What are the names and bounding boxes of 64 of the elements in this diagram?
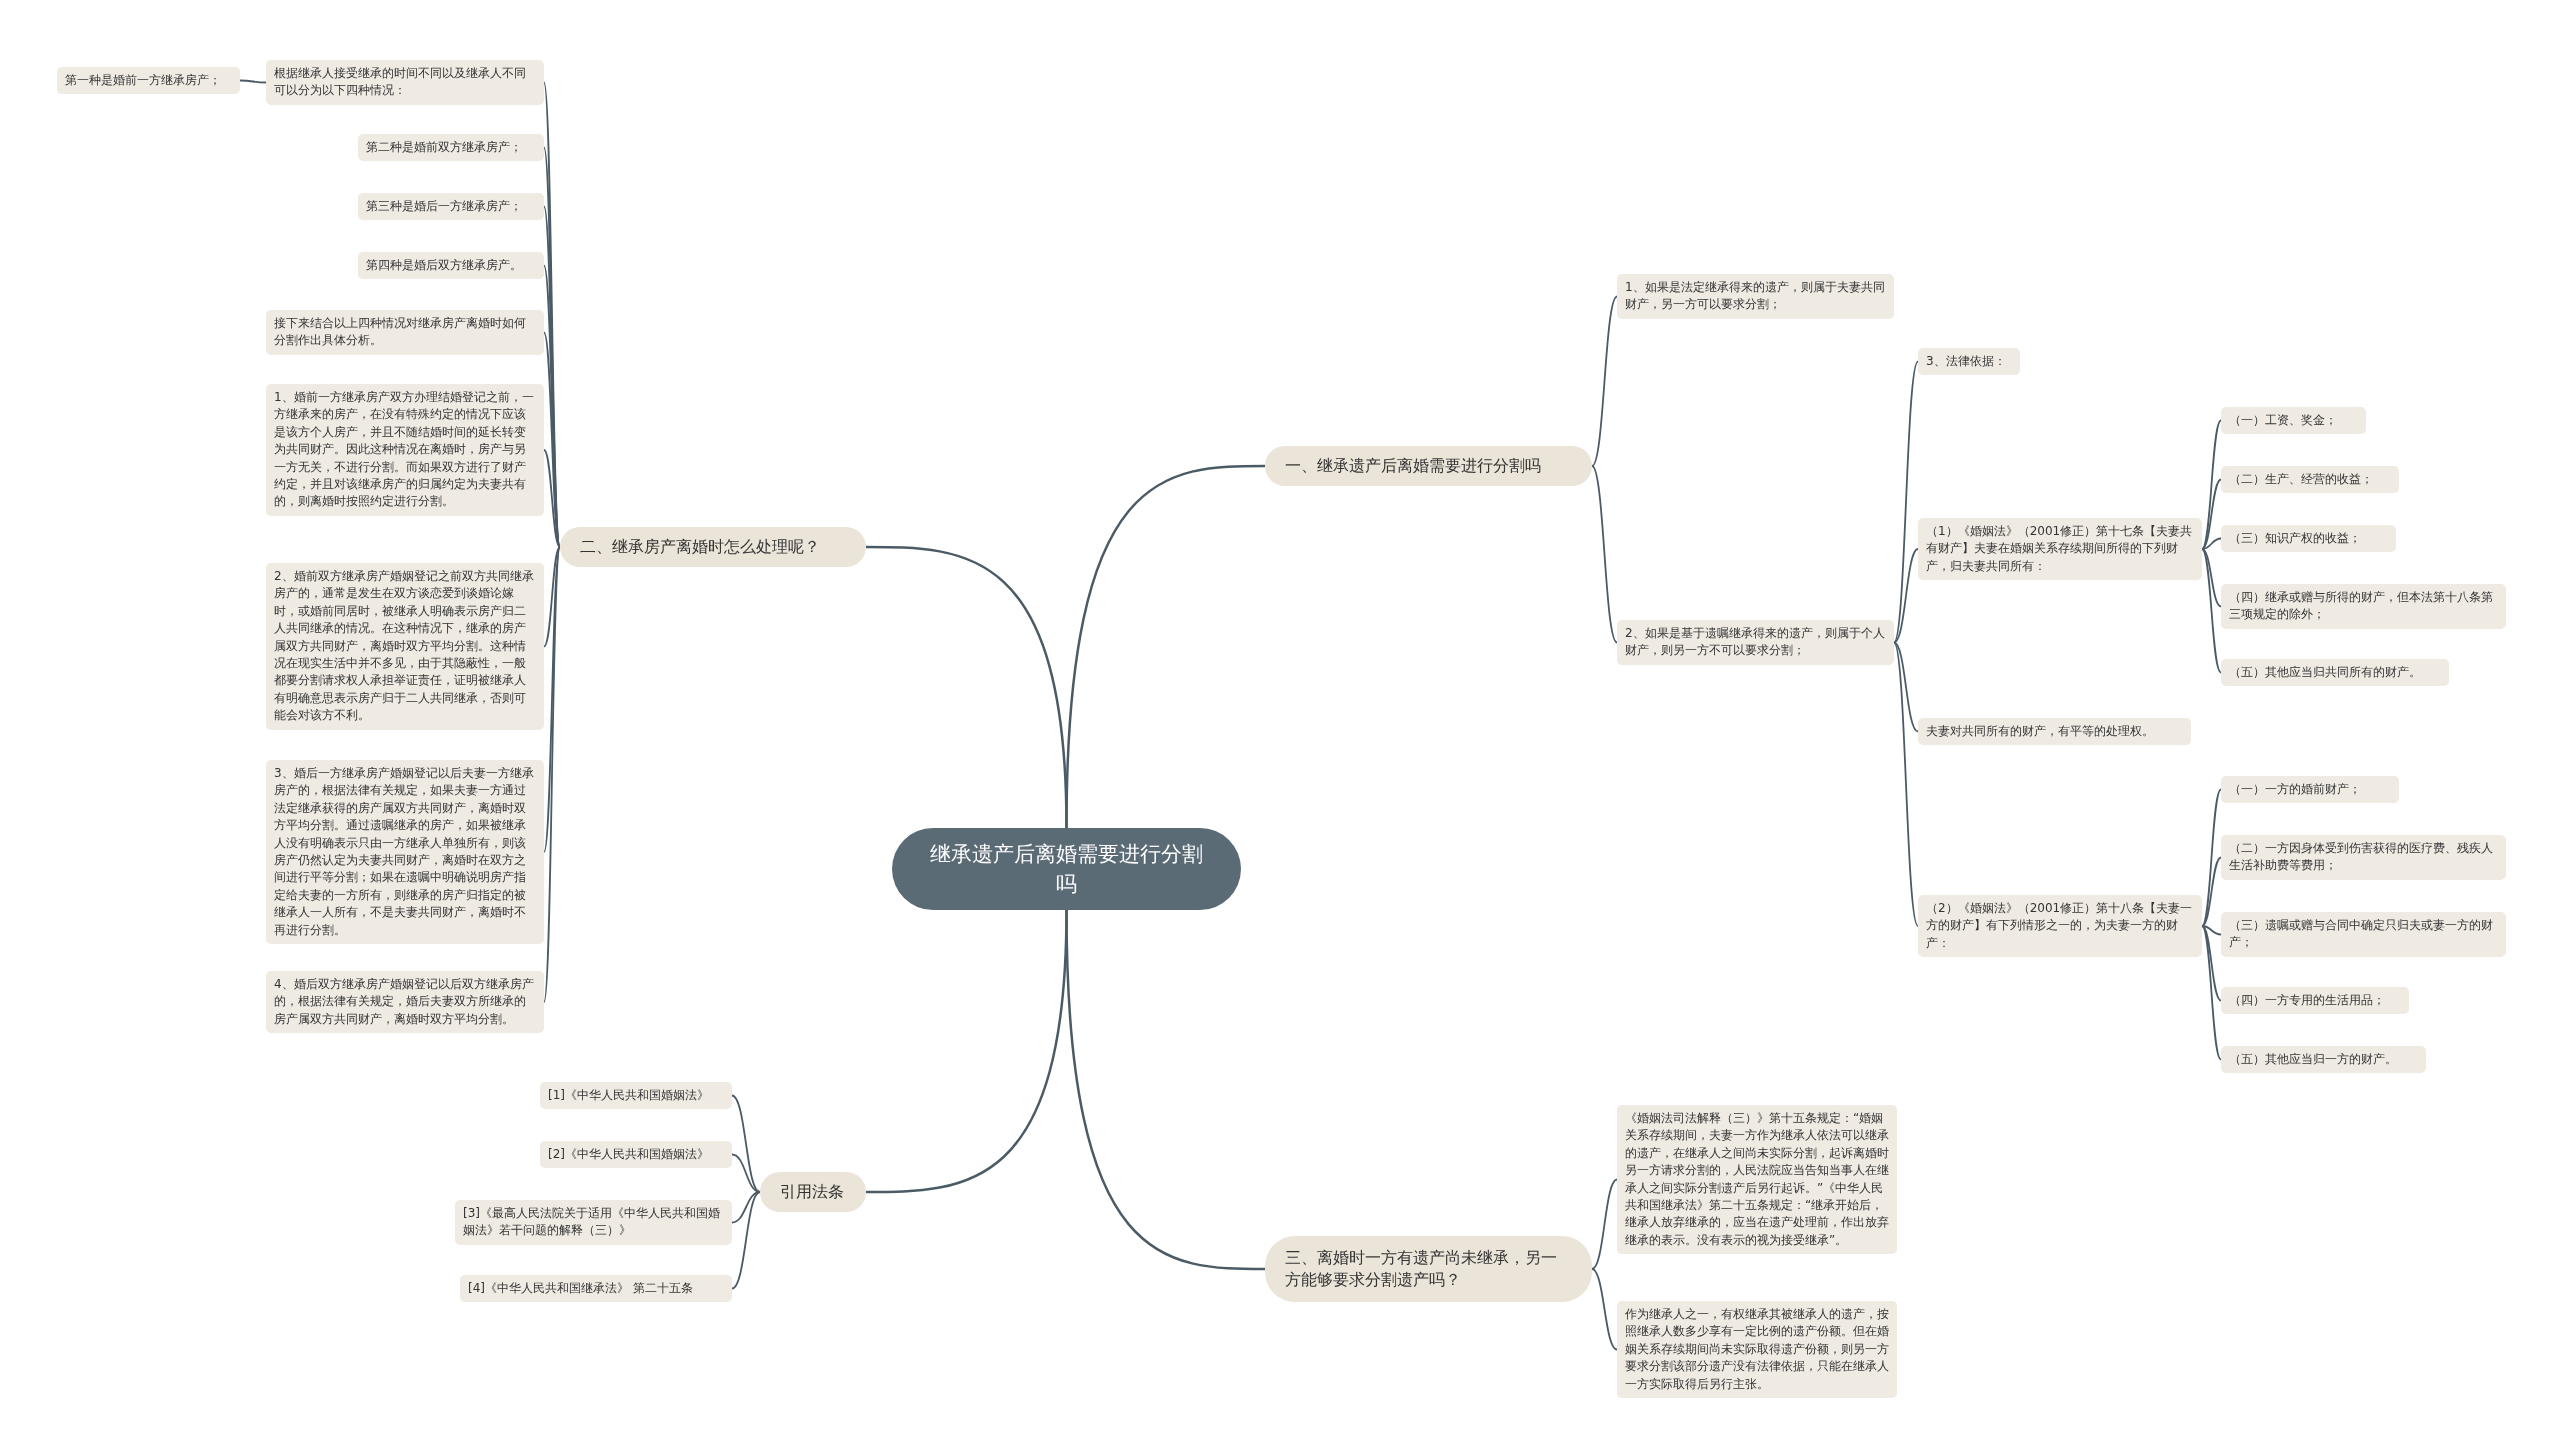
branch-topic: 二、继承房产离婚时怎么处理呢？ <box>560 527 866 568</box>
topic-box: （一）工资、奖金； <box>2221 407 2366 435</box>
topic-box: [2]《中华人民共和国婚姻法》 <box>540 1141 732 1169</box>
connector-line <box>1893 641 1919 927</box>
connector-line <box>1591 465 1618 644</box>
topic-box: （二）生产、经营的收益； <box>2221 466 2399 494</box>
connector-line <box>1591 1178 1618 1270</box>
topic-box: 第三种是婚后一方继承房产； <box>358 193 544 221</box>
topic-box: 4、婚后双方继承房产婚姻登记以后双方继承房产的，根据法律有关规定，婚后夫妻双方所继承的房产属双方共同财产，离婚时双方平均分割。 <box>266 971 544 1034</box>
topic-box: （四）继承或赠与所得的财产，但本法第十八条第三项规定的除外； <box>2221 584 2506 629</box>
topic-box: 根据继承人接受继承的时间不同以及继承人不同可以分为以下四种情况： <box>266 60 544 105</box>
topic-box: [1]《中华人民共和国婚姻法》 <box>540 1082 732 1110</box>
topic-box: 3、法律依据： <box>1918 348 2020 376</box>
topic-box: （1）《婚姻法》（2001修正）第十七条【夫妻共有财产】夫妻在婚姻关系存续期间所得的下列财产，归夫妻共同所有： <box>1918 518 2202 581</box>
connector-line <box>2201 788 2222 927</box>
connector-line <box>1893 360 1919 644</box>
connector-line <box>2201 548 2222 608</box>
topic-box: [4]《中华人民共和国继承法》 第二十五条 <box>460 1275 732 1303</box>
topic-box: 第四种是婚后双方继承房产。 <box>358 252 544 280</box>
topic-box: 第一种是婚前一方继承房产； <box>57 67 240 95</box>
topic-box: （三）遗嘱或赠与合同中确定只归夫或妻一方的财产； <box>2221 912 2506 957</box>
branch-topic: 一、继承遗产后离婚需要进行分割吗 <box>1265 446 1592 487</box>
connector-line <box>2201 548 2222 674</box>
connector-line <box>1591 295 1618 467</box>
topic-box: 1、如果是法定继承得来的遗产，则属于夫妻共同财产，另一方可以要求分割； <box>1617 274 1894 319</box>
connector-line <box>731 1094 761 1193</box>
connector-line <box>1893 548 1919 644</box>
branch-topic: 三、离婚时一方有遗产尚未继承，另一方能够要求分割遗产吗？ <box>1265 1236 1592 1302</box>
topic-box: 2、婚前双方继承房产婚姻登记之前双方共同继承房产的，通常是发生在双方谈恋爱到谈婚论嫁时，或婚前同居时，被继承人明确表示房产归二人共同继承的情况。在这种情况下，继承的房产属双方共同财产，离婚时双方平均分割。这种情况在现实生活中并不多见，由于其隐蔽性，一般都要分割请求权人承担举证责任，证明被继承人有明确意思表示房产归于二人共同继承，否则可能会对该方不利。 <box>266 563 544 730</box>
connector-line <box>543 546 561 853</box>
topic-box: （2）《婚姻法》（2001修正）第十八条【夫妻一方的财产】有下列情形之一的，为夫妻一方的财产： <box>1918 895 2202 958</box>
connector-line <box>2201 419 2222 550</box>
connector-line <box>2201 856 2222 927</box>
topic-box: （二）一方因身体受到伤害获得的医疗费、残疾人生活补助费等费用； <box>2221 835 2506 880</box>
topic-box: [3]《最高人民法院关于适用《中华人民共和国婚姻法》若干问题的解释（三）》 <box>455 1200 732 1245</box>
connector-line <box>2201 925 2222 1002</box>
connector-line <box>543 546 561 648</box>
topic-box: 1、婚前一方继承房产双方办理结婚登记之前，一方继承来的房产，在没有特殊约定的情况下应该是该方个人房产，并且不随结婚时间的延长转变为共同财产。因此这种情况在离婚时，房产与另一方无关，不进行分割。而如果双方进行了财产约定，并且对该继承房产的归属约定为夫妻共有的，则离婚时按照约定进行分割。 <box>266 384 544 516</box>
topic-box: （五）其他应当归一方的财产。 <box>2221 1046 2426 1074</box>
connector-line <box>2201 925 2222 936</box>
connector-line <box>1893 641 1919 733</box>
connector-line <box>1591 1268 1618 1351</box>
connector-line <box>239 79 267 84</box>
central-topic: 继承遗产后离婚需要进行分割吗 <box>892 828 1241 910</box>
connector-line <box>2201 537 2222 550</box>
topic-box: 2、如果是基于遗嘱继承得来的遗产，则属于个人财产，则另一方不可以要求分割； <box>1617 620 1894 665</box>
connector-line <box>866 909 1068 1194</box>
topic-box: 《婚姻法司法解释（三）》第十五条规定：“婚姻关系存续期间，夫妻一方作为继承人依法可以继承的遗产，在继承人之间尚未实际分割，起诉离婚时另一方请求分割的，人民法院应当告知当事人在继承人之间实际分割遗产后另行起诉。”《中华人民共和国继承法》第二十五条规定：“继承开始后，继承人放弃继承的，应当在遗产处理前，作出放弃继承的表示。没有表示的视为接受继承”。 <box>1617 1105 1897 1255</box>
topic-box: （五）其他应当归共同所有的财产。 <box>2221 659 2449 687</box>
connector-line <box>2201 925 2222 1061</box>
connector-line <box>543 449 561 548</box>
connector-line <box>731 1191 761 1224</box>
topic-box: 第二种是婚前双方继承房产； <box>358 134 544 162</box>
topic-box: （四）一方专用的生活用品； <box>2221 987 2409 1015</box>
topic-box: 3、婚后一方继承房产婚姻登记以后夫妻一方继承房产的，根据法律有关规定，如果夫妻一方通过法定继承获得的房产属双方共同财产，离婚时双方平均分割。通过遗嘱继承的房产，如果被继承人没有明确表示只由一方继承人单独所有，则该房产仍然认定为夫妻共同财产，离婚时在双方之间进行平等分割；如果在遗嘱中明确说明房产指定给夫妻的一方所有，则继承的房产归指定的被继承人一人所有，不是夫妻共同财产，离婚时不再进行分割。 <box>266 760 544 944</box>
connector-line <box>866 545 1068 829</box>
topic-box: 作为继承人之一，有权继承其被继承人的遗产，按照继承人数多少享有一定比例的遗产份额。但在婚姻关系存续期间尚未实际取得遗产份额，则另一方要求分割该部分遗产没有法律依据，只能在继承人一方实际取得后另行主张。 <box>1617 1301 1897 1398</box>
topic-box: 夫妻对共同所有的财产，有平等的处理权。 <box>1918 718 2191 746</box>
branch-topic: 引用法条 <box>760 1172 866 1213</box>
connector-line <box>2201 478 2222 550</box>
connector-line <box>731 1191 761 1290</box>
topic-box: 接下来结合以上四种情况对继承房产离婚时如何分割作出具体分析。 <box>266 310 544 355</box>
topic-box: （三）知识产权的收益； <box>2221 525 2396 553</box>
topic-box: （一）一方的婚前财产； <box>2221 776 2399 804</box>
